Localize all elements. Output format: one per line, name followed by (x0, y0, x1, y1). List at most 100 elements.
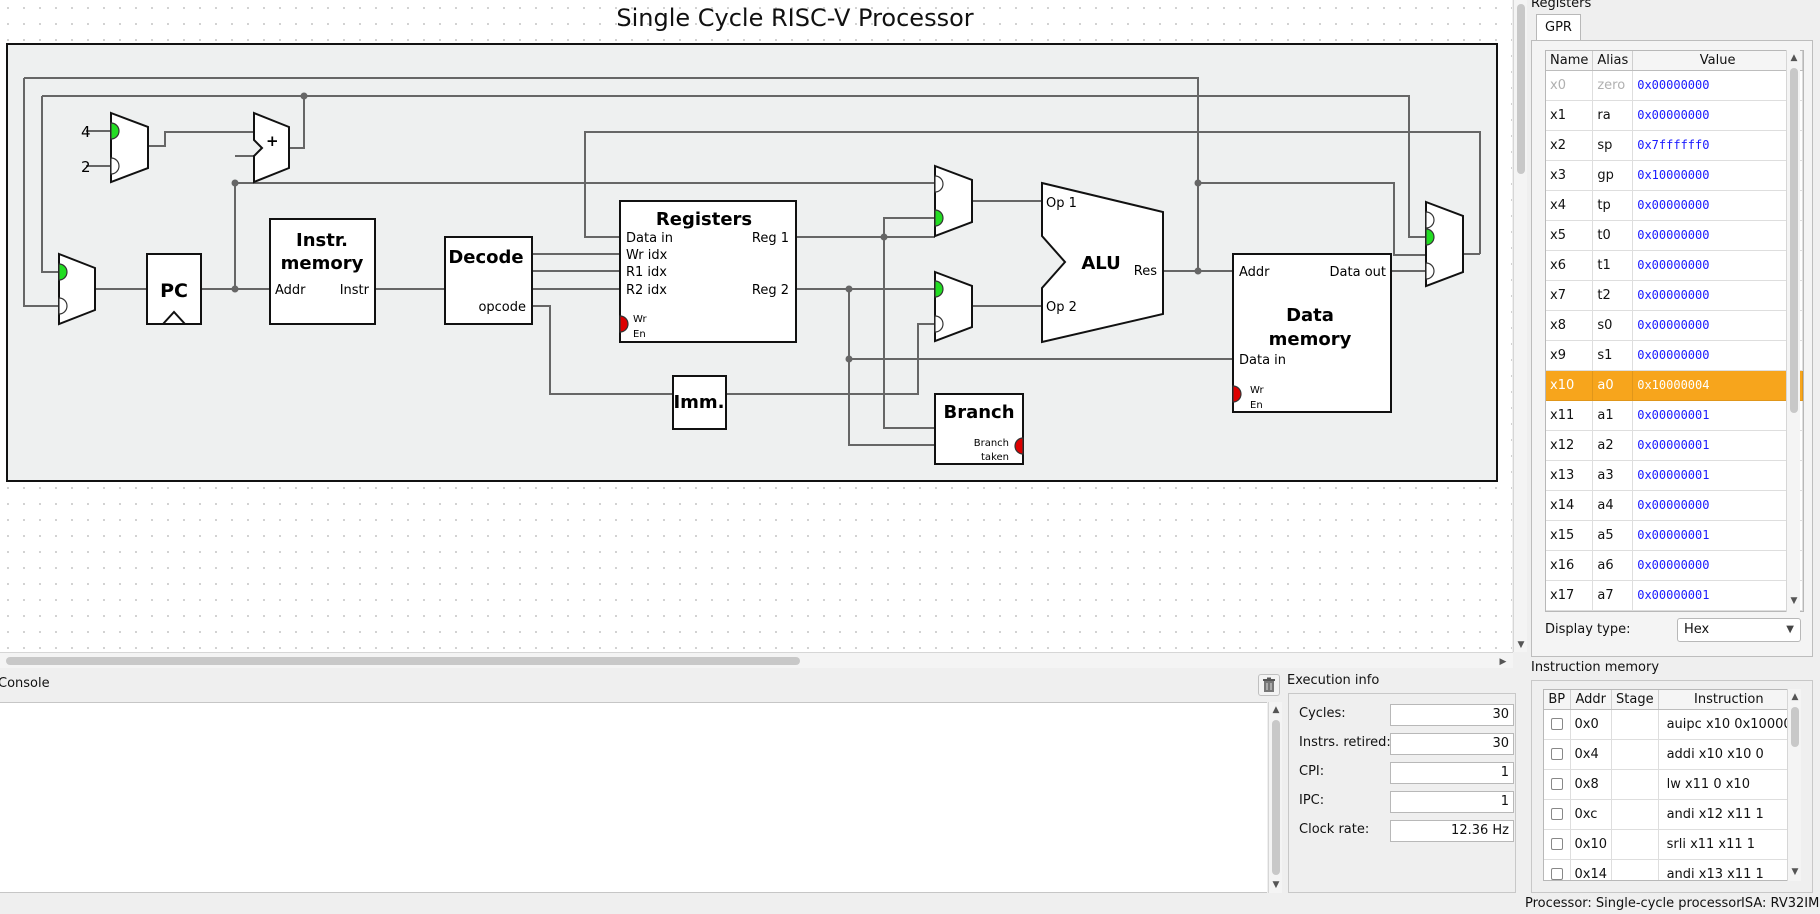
register-value-cell[interactable]: 0x00000001 (1632, 520, 1803, 551)
breakpoint-cell[interactable] (1544, 709, 1571, 740)
col-header-instruction[interactable]: Instruction (1658, 690, 1800, 710)
breakpoint-checkbox[interactable] (1550, 808, 1563, 820)
scroll-right-arrow-icon[interactable]: ▶ (1499, 657, 1507, 667)
col-header-alias[interactable]: Alias (1592, 51, 1634, 71)
decode-block (444, 236, 533, 325)
register-value-cell[interactable]: 0x00000001 (1632, 430, 1803, 461)
register-alias-cell: zero (1592, 70, 1634, 101)
col-header-name[interactable]: Name (1546, 51, 1594, 71)
scroll-up-arrow-icon[interactable]: ▲ (1272, 705, 1280, 715)
register-name-cell: x16 (1546, 550, 1594, 581)
register-value-cell[interactable]: 0x00000001 (1632, 460, 1803, 491)
breakpoint-cell[interactable] (1544, 859, 1571, 880)
register-value-cell[interactable]: 0x10000004 (1632, 370, 1803, 401)
register-name-cell: x12 (1546, 430, 1594, 461)
col-header-value[interactable]: Value (1632, 51, 1803, 71)
instruction-instruction-cell: andi x12 x11 1 (1658, 799, 1800, 830)
diagram-vertical-scroll-thumb[interactable] (1517, 4, 1525, 174)
tab-gpr[interactable]: GPR (1536, 14, 1581, 40)
scroll-down-arrow-icon[interactable]: ▼ (1790, 596, 1798, 606)
scroll-down-arrow-icon[interactable]: ▼ (1791, 867, 1799, 877)
register-value-cell[interactable]: 0x00000000 (1632, 280, 1803, 311)
register-value-cell[interactable]: 0x00000000 (1632, 100, 1803, 131)
console-output[interactable] (0, 702, 1267, 893)
register-value-cell[interactable]: 0x10000000 (1632, 160, 1803, 191)
diagram-horizontal-scroll-thumb[interactable] (6, 657, 800, 665)
diagram-horizontal-scrollbar[interactable]: ▶ (0, 652, 1513, 668)
breakpoint-checkbox[interactable] (1550, 718, 1563, 730)
instr-memory-label-1: Instr. (296, 230, 348, 251)
instruction-instruction-cell: srli x11 x11 1 (1658, 829, 1800, 860)
instrs-retired-label: Instrs. retired: (1299, 735, 1391, 750)
register-value-cell[interactable]: 0x00000001 (1632, 580, 1803, 611)
console-scrollbar[interactable]: ▲ ▼ (1268, 702, 1282, 893)
scroll-down-arrow-icon[interactable]: ▼ (1517, 640, 1525, 650)
instruction-instruction-cell: lw x11 0 x10 (1658, 769, 1800, 800)
register-value-cell[interactable]: 0x00000000 (1632, 550, 1803, 581)
instruction-scroll-thumb[interactable] (1791, 707, 1799, 747)
gpr-table-scrollbar[interactable]: ▲ ▼ (1786, 50, 1800, 612)
processor-diagram-view[interactable]: Single Cycle RISC-V Processor (0, 0, 1512, 652)
register-value-cell[interactable]: 0x7ffffff0 (1632, 130, 1803, 161)
col-header-bp[interactable]: BP (1544, 690, 1571, 710)
breakpoint-cell[interactable] (1544, 769, 1571, 800)
breakpoint-checkbox[interactable] (1550, 748, 1563, 760)
register-value-cell[interactable]: 0x00000000 (1632, 310, 1803, 341)
register-value-cell[interactable]: 0x00000000 (1632, 190, 1803, 221)
register-name-cell: x11 (1546, 400, 1594, 431)
breakpoint-cell[interactable] (1544, 829, 1571, 860)
console-scroll-thumb[interactable] (1272, 720, 1280, 875)
reg-r2-idx-port: R2 idx (626, 283, 667, 298)
register-name-cell: x0 (1546, 70, 1594, 101)
gpr-scroll-thumb[interactable] (1790, 68, 1798, 413)
breakpoint-cell[interactable] (1544, 799, 1571, 830)
breakpoint-checkbox[interactable] (1550, 778, 1563, 790)
multiplexers (58, 111, 1464, 343)
datapath-diagram: 4 2 + PC Instr. memory Addr Instr Decode… (6, 43, 1498, 482)
breakpoint-checkbox[interactable] (1550, 868, 1563, 880)
register-value-cell[interactable]: 0x00000000 (1632, 490, 1803, 521)
scroll-up-arrow-icon[interactable]: ▲ (1790, 53, 1798, 63)
breakpoint-checkbox[interactable] (1550, 838, 1563, 850)
diagram-vertical-scrollbar[interactable]: ▼ (1513, 0, 1527, 652)
breakpoint-cell[interactable] (1544, 739, 1571, 770)
col-header-addr[interactable]: Addr (1570, 690, 1613, 710)
scroll-down-arrow-icon[interactable]: ▼ (1272, 880, 1280, 890)
register-value-cell[interactable]: 0x00000001 (1632, 400, 1803, 431)
register-value-cell[interactable]: 0x00000000 (1632, 340, 1803, 371)
register-value-cell[interactable]: 0x00000000 (1632, 250, 1803, 281)
scroll-up-arrow-icon[interactable]: ▲ (1791, 692, 1799, 702)
register-value-cell[interactable]: 0x00000000 (1632, 70, 1803, 101)
clear-console-button[interactable] (1258, 674, 1280, 696)
display-type-select[interactable]: Hex ▼ (1677, 618, 1801, 642)
instruction-table-scrollbar[interactable]: ▲ ▼ (1787, 689, 1801, 881)
register-value-cell[interactable]: 0x00000000 (1632, 220, 1803, 251)
col-header-stage[interactable]: Stage (1611, 690, 1659, 710)
